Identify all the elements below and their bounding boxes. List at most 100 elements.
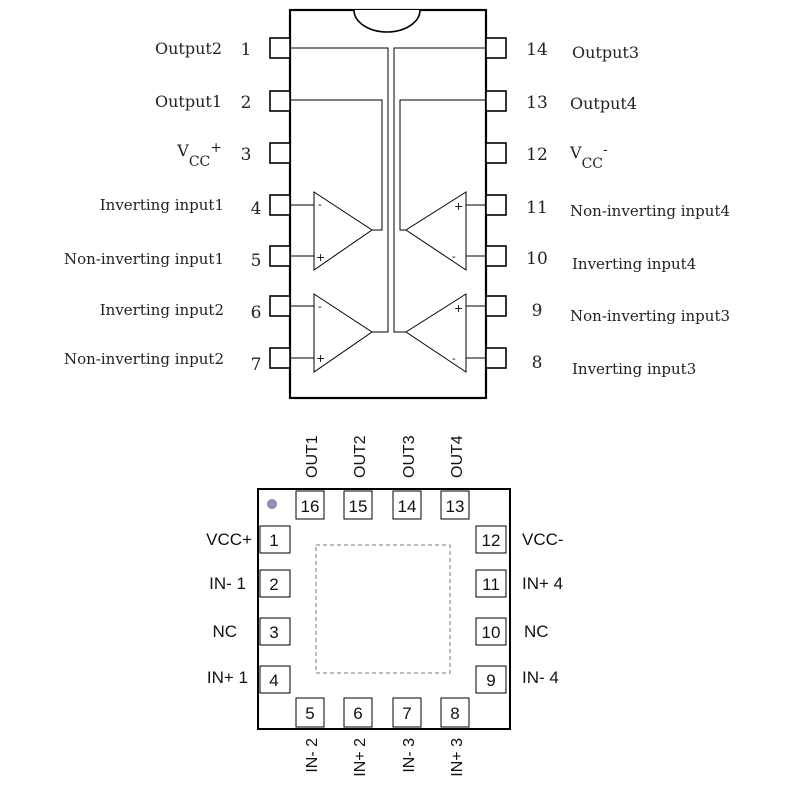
- qfn16-pin-number: 8: [450, 704, 459, 723]
- qfn16-pin-number: 15: [349, 497, 368, 516]
- qfn16-pin-number: 4: [269, 671, 278, 690]
- qfn16-pin-label: IN+ 3: [449, 738, 466, 777]
- qfn16-body: [257, 488, 511, 730]
- qfn16-pin-number: 5: [305, 704, 314, 723]
- dip14-pin-6: [269, 295, 291, 317]
- dip14-pin-label: Output1: [155, 92, 222, 111]
- qfn16-pin-label: OUT3: [401, 435, 418, 478]
- qfn16-pad-10: [475, 617, 507, 646]
- qfn16-pin-label: IN- 4: [522, 668, 559, 687]
- opamp-2: - +: [313, 293, 373, 373]
- dip14-pin-label: Inverting input1: [100, 196, 224, 214]
- dip14-pin-label: Inverting input2: [100, 301, 224, 319]
- dip14-pin-8: [485, 347, 507, 369]
- dip14-pin-number: 7: [251, 355, 262, 375]
- dip14-left-pin-labels: Output2 Output1 VCC+ Inverting input1 No…: [64, 39, 224, 368]
- qfn16-pad-9: [475, 665, 507, 694]
- dip14-pin-9: [485, 295, 507, 317]
- dip14-pin-number: 8: [532, 353, 543, 373]
- dip14-pin-label: Output4: [570, 94, 637, 113]
- opamp-2-plus: +: [316, 352, 325, 365]
- qfn16-pad-11: [475, 569, 507, 598]
- qfn16-pin-number: 3: [269, 623, 278, 642]
- dip14-pin-number: 10: [526, 249, 548, 269]
- vcc-minus-sup: -: [603, 142, 608, 158]
- dip14-internal-wiring: [290, 47, 486, 359]
- qfn16-pin-number: 13: [446, 497, 465, 516]
- dip14-right-pins: [485, 37, 507, 369]
- dip14-pin-number: 3: [241, 145, 252, 165]
- dip14-pin-7: [269, 347, 291, 369]
- dip14-pin-number: 14: [526, 40, 548, 60]
- qfn16-left-labels: VCC+ IN- 1 NC IN+ 1: [206, 530, 252, 687]
- qfn16-bottom-labels: IN- 2 IN+ 2 IN- 3 IN+ 3: [304, 738, 466, 777]
- qfn16-pad-6: [343, 697, 373, 728]
- dip14-pin-label: Non-inverting input2: [64, 350, 224, 368]
- dip14-pin-4: [269, 194, 291, 216]
- qfn16-pin-number: 9: [486, 671, 495, 690]
- dip14-pin-label-vcc-plus: VCC+: [176, 140, 222, 170]
- vcc-plus-sub: CC: [189, 154, 210, 170]
- dip14-notch: [353, 9, 421, 33]
- dip14-pin-label: Inverting input3: [572, 360, 696, 378]
- qfn16-pin-number: 10: [482, 623, 501, 642]
- qfn16-right-labels: VCC- IN+ 4 NC IN- 4: [522, 530, 564, 687]
- qfn16-pad-7: [392, 697, 422, 728]
- dip14-pin-number: 5: [251, 251, 262, 271]
- dip14-pin-14: [485, 37, 507, 59]
- opamp-3-minus: -: [452, 352, 456, 365]
- qfn16-pin-label: VCC-: [522, 530, 564, 549]
- dip14-pin-number: 1: [241, 40, 252, 60]
- dip14-pin-number: 13: [526, 93, 548, 113]
- qfn16-pin-number: 11: [482, 575, 500, 594]
- qfn16-pin-label: IN+ 1: [207, 668, 248, 687]
- qfn16-pin-label: IN- 2: [304, 738, 321, 773]
- qfn16-pin-label: NC: [524, 622, 549, 641]
- opamp-4: + -: [405, 191, 467, 271]
- qfn16-pin-label: OUT1: [304, 435, 321, 478]
- qfn16-pin-number: 7: [402, 704, 411, 723]
- dip14-pin-label-vcc-minus: VCC-: [569, 142, 608, 172]
- opamp-3: + -: [405, 293, 467, 373]
- qfn16-pin-number: 1: [269, 531, 278, 550]
- dip14-pin-label: Non-inverting input3: [570, 307, 730, 325]
- qfn16-pin-label: VCC+: [206, 530, 252, 549]
- opamp-3-plus: +: [454, 302, 463, 315]
- qfn16-package: 16 15 14 13 1 2 3 4 12 11 10 9 5 6 7 8 O…: [206, 435, 563, 776]
- qfn16-pin-number: 2: [269, 575, 278, 594]
- qfn16-pin-label: IN- 1: [209, 574, 246, 593]
- qfn16-pin-label: IN+ 2: [352, 738, 369, 777]
- dip14-pin-12: [485, 142, 507, 164]
- dip14-pin-label: Output3: [572, 43, 639, 62]
- vcc-minus-sub: CC: [582, 156, 603, 172]
- dip14-pin-1: [269, 37, 291, 59]
- dip14-pin-label: Non-inverting input1: [64, 250, 224, 268]
- pin1-indicator-dot: [267, 499, 277, 509]
- qfn16-pad-13: [440, 490, 470, 520]
- dip14-pin-number: 2: [241, 93, 252, 113]
- qfn16-pad-1: [259, 525, 291, 554]
- qfn16-pad-14: [392, 490, 422, 520]
- dip14-pin-number: 11: [526, 198, 548, 218]
- dip14-left-pin-numbers: 1 2 3 4 5 6 7: [241, 40, 262, 375]
- qfn16-pin-label: NC: [212, 622, 237, 641]
- qfn16-pin-number: 16: [301, 497, 320, 516]
- vcc-plus-sup: +: [210, 140, 222, 156]
- opamp-1-plus: +: [316, 251, 325, 264]
- vcc-plus-main: V: [176, 141, 189, 160]
- dip14-pin-3: [269, 142, 291, 164]
- dip14-pin-11: [485, 194, 507, 216]
- qfn16-pin-number: 12: [482, 531, 501, 550]
- dip14-pin-number: 12: [526, 145, 548, 165]
- qfn16-top-labels: OUT1 OUT2 OUT3 OUT4: [304, 435, 466, 478]
- dip14-pin-number: 9: [532, 301, 543, 321]
- vcc-minus-main: V: [569, 143, 582, 162]
- qfn16-pin-label: OUT4: [449, 435, 466, 478]
- dip14-pin-number: 6: [251, 303, 262, 323]
- qfn16-pin-number: 6: [353, 704, 362, 723]
- opamp-1: - +: [313, 191, 373, 271]
- qfn16-pad-15: [343, 490, 373, 520]
- dip14-pin-label: Inverting input4: [572, 255, 696, 273]
- qfn16-pin-label: IN- 3: [401, 738, 418, 773]
